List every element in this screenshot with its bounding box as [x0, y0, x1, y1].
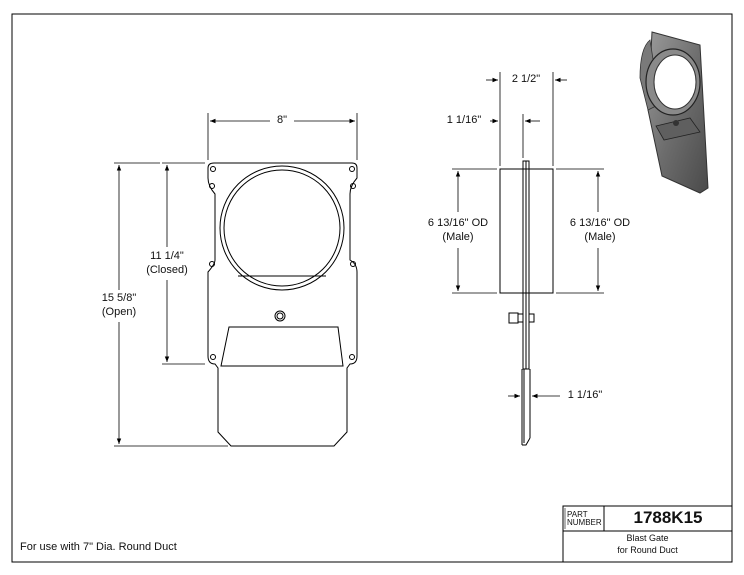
- side-dimensions: [452, 72, 604, 410]
- od-left-note: (Male): [442, 231, 474, 243]
- front-dimensions: [114, 113, 358, 447]
- open-height-label: 15 5/8": [101, 292, 137, 304]
- part-number: 1788K15: [633, 508, 703, 527]
- title-block: [562, 505, 733, 563]
- gate-blade-handle: [220, 326, 344, 367]
- description-line-1: Blast Gate: [626, 533, 669, 543]
- gate-knob: [274, 310, 286, 322]
- usage-note: For use with 7" Dia. Round Duct: [20, 541, 177, 553]
- duct-opening-inner: [223, 169, 341, 287]
- front-plate-outline: [207, 162, 358, 447]
- duct-opening: [219, 165, 345, 291]
- od-left-label: 6 13/16" OD: [427, 217, 489, 229]
- part-number-caption-1: PART: [567, 510, 588, 519]
- description-line-2: for Round Duct: [617, 545, 678, 555]
- closed-height-note: (Closed): [146, 264, 188, 276]
- width-dimension-label: 8": [276, 114, 288, 126]
- part-number-caption-2: NUMBER: [567, 518, 602, 527]
- od-right-note: (Male): [584, 231, 616, 243]
- open-height-note: (Open): [101, 306, 137, 318]
- front-view: [207, 162, 358, 447]
- flange-width-label: 1 1/16": [446, 114, 482, 126]
- side-view: [499, 160, 554, 446]
- sheet-border: [11, 13, 733, 563]
- product-thumbnail: [639, 31, 709, 194]
- od-right-label: 6 13/16" OD: [569, 217, 631, 229]
- closed-height-label: 11 1/4": [150, 250, 184, 262]
- overall-width-label: 2 1/2": [511, 73, 541, 85]
- blade-thickness-label: 1 1/16": [567, 389, 603, 401]
